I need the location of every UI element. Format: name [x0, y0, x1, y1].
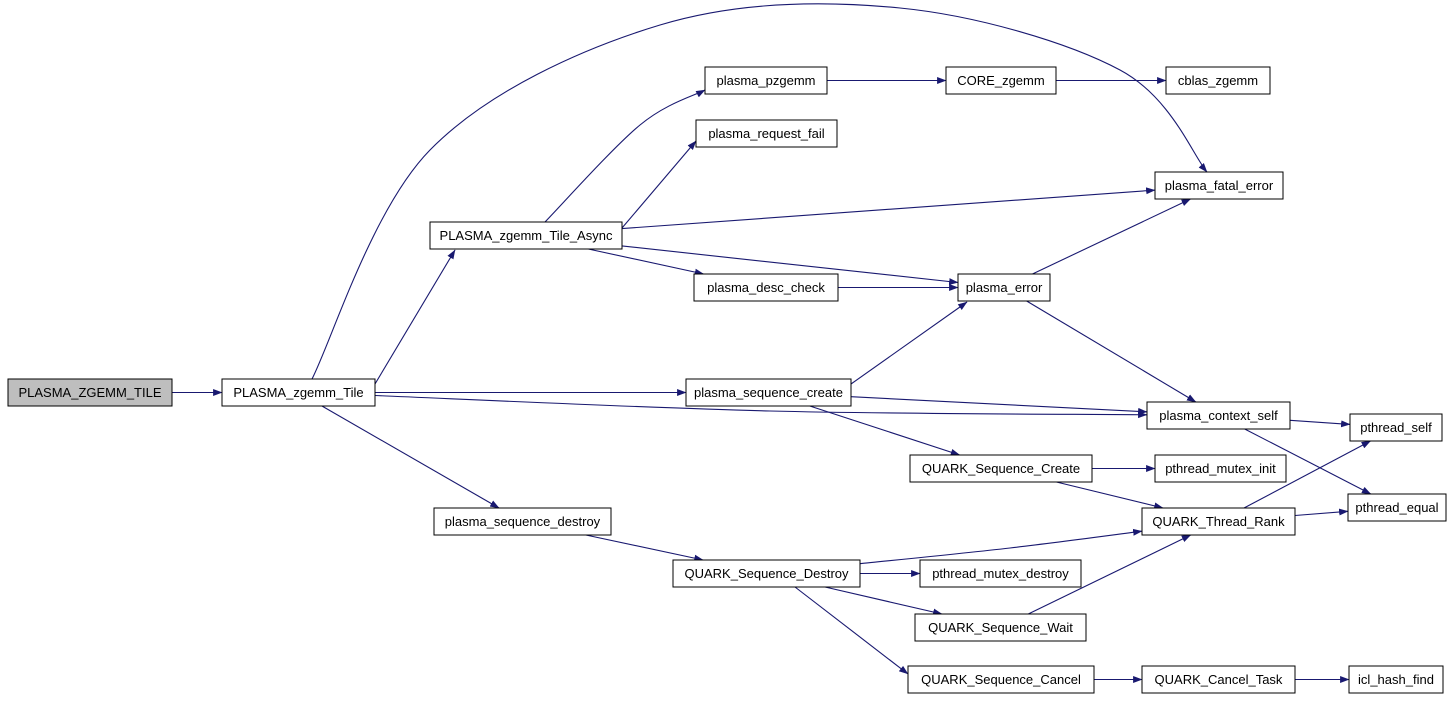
- graph-node-box-pthread_equal[interactable]: [1347, 493, 1447, 522]
- graph-node-label-pthread_mutex_destroy: pthread_mutex_destroy: [932, 566, 1069, 581]
- graph-node-box-pthread_mutex_init[interactable]: [1154, 454, 1287, 483]
- graph-node-plasma_request_fail[interactable]: plasma_request_fail: [695, 119, 838, 148]
- graph-node-box-QUARK_Thread_Rank[interactable]: [1141, 507, 1296, 536]
- graph-node-QUARK_Sequence_Cancel[interactable]: QUARK_Sequence_Cancel: [907, 665, 1095, 694]
- graph-edge-PLASMA_zgemm_Tile_Async--plasma_desc_check: [588, 248, 705, 276]
- graph-node-label-plasma_sequence_destroy: plasma_sequence_destroy: [445, 514, 601, 529]
- graph-node-box-cblas_zgemm[interactable]: [1165, 66, 1271, 95]
- graph-node-plasma_sequence_create[interactable]: plasma_sequence_create: [685, 378, 852, 407]
- graph-node-label-pthread_equal: pthread_equal: [1355, 500, 1438, 515]
- graph-node-box-pthread_mutex_destroy[interactable]: [919, 559, 1082, 588]
- graph-node-QUARK_Sequence_Destroy[interactable]: QUARK_Sequence_Destroy: [672, 559, 861, 588]
- graph-node-label-icl_hash_find: icl_hash_find: [1358, 672, 1434, 687]
- graph-node-box-icl_hash_find[interactable]: [1348, 665, 1444, 694]
- graph-node-label-PLASMA_zgemm_Tile_Async: PLASMA_zgemm_Tile_Async: [440, 228, 613, 243]
- graph-edge-plasma_sequence_destroy--QUARK_Sequence_Destroy: [585, 534, 704, 562]
- graph-node-label-QUARK_Sequence_Wait: QUARK_Sequence_Wait: [928, 620, 1073, 635]
- graph-node-QUARK_Sequence_Wait[interactable]: QUARK_Sequence_Wait: [914, 613, 1087, 642]
- graph-node-icl_hash_find[interactable]: icl_hash_find: [1348, 665, 1444, 694]
- graph-node-box-CORE_zgemm[interactable]: [945, 66, 1057, 95]
- graph-node-label-cblas_zgemm: cblas_zgemm: [1178, 73, 1258, 88]
- graph-edge-plasma_context_self--pthread_equal: [1244, 428, 1372, 495]
- graph-node-box-plasma_request_fail[interactable]: [695, 119, 838, 148]
- graph-node-label-QUARK_Cancel_Task: QUARK_Cancel_Task: [1155, 672, 1283, 687]
- graph-edge-plasma_sequence_create--plasma_error: [850, 301, 968, 385]
- graph-edge-PLASMA_zgemm_Tile_Async--plasma_pzgemm: [544, 89, 706, 223]
- graph-node-pthread_mutex_destroy[interactable]: pthread_mutex_destroy: [919, 559, 1082, 588]
- graph-node-box-plasma_context_self[interactable]: [1146, 401, 1291, 430]
- graph-edge-QUARK_Sequence_Wait--QUARK_Thread_Rank: [1028, 534, 1192, 615]
- graph-edge-PLASMA_zgemm_Tile_Async--plasma_request_fail: [621, 140, 697, 229]
- graph-node-box-QUARK_Sequence_Create[interactable]: [909, 454, 1093, 483]
- graph-edge-PLASMA_zgemm_Tile_Async--plasma_error: [621, 245, 959, 285]
- graph-edge-QUARK_Thread_Rank--pthread_equal: [1294, 508, 1349, 517]
- graph-node-label-plasma_request_fail: plasma_request_fail: [708, 126, 824, 141]
- graph-edge-QUARK_Sequence_Destroy--QUARK_Thread_Rank: [859, 528, 1143, 565]
- graph-node-box-PLASMA_zgemm_Tile[interactable]: [221, 378, 376, 407]
- graph-node-label-plasma_sequence_create: plasma_sequence_create: [694, 385, 843, 400]
- graph-node-CORE_zgemm[interactable]: CORE_zgemm: [945, 66, 1057, 95]
- graph-edge-plasma_sequence_create--QUARK_Sequence_Create: [809, 405, 961, 456]
- graph-node-plasma_context_self[interactable]: plasma_context_self: [1146, 401, 1291, 430]
- graph-node-label-CORE_zgemm: CORE_zgemm: [957, 73, 1044, 88]
- graph-edge-PLASMA_zgemm_Tile--PLASMA_zgemm_Tile_Async: [374, 249, 456, 385]
- graph-node-box-QUARK_Sequence_Destroy[interactable]: [672, 559, 861, 588]
- graph-edge-QUARK_Sequence_Create--QUARK_Thread_Rank: [1056, 481, 1164, 510]
- graph-node-box-plasma_sequence_create[interactable]: [685, 378, 852, 407]
- graph-node-label-plasma_desc_check: plasma_desc_check: [707, 280, 825, 295]
- graph-node-label-pthread_self: pthread_self: [1360, 420, 1432, 435]
- graph-node-PLASMA_ZGEMM_TILE[interactable]: PLASMA_ZGEMM_TILE: [7, 378, 173, 407]
- graph-node-label-QUARK_Sequence_Create: QUARK_Sequence_Create: [922, 461, 1080, 476]
- graph-node-plasma_desc_check[interactable]: plasma_desc_check: [693, 273, 839, 302]
- graph-node-box-PLASMA_zgemm_Tile_Async[interactable]: [429, 221, 623, 250]
- graph-node-box-QUARK_Sequence_Wait[interactable]: [914, 613, 1087, 642]
- graph-edge-PLASMA_zgemm_Tile--plasma_sequence_destroy: [321, 405, 500, 509]
- graph-node-pthread_self[interactable]: pthread_self: [1349, 413, 1443, 442]
- graph-edge-PLASMA_zgemm_Tile--plasma_fatal_error: [311, 3, 1208, 380]
- graph-node-label-plasma_fatal_error: plasma_fatal_error: [1165, 178, 1274, 193]
- graph-node-plasma_error[interactable]: plasma_error: [957, 273, 1051, 302]
- graph-node-label-plasma_error: plasma_error: [966, 280, 1043, 295]
- graph-edge-PLASMA_zgemm_Tile_Async--plasma_fatal_error: [621, 187, 1156, 230]
- graph-node-label-plasma_context_self: plasma_context_self: [1159, 408, 1278, 423]
- graph-edge-plasma_error--plasma_fatal_error: [1032, 198, 1191, 275]
- graph-node-plasma_pzgemm[interactable]: plasma_pzgemm: [704, 66, 828, 95]
- graph-node-PLASMA_zgemm_Tile[interactable]: PLASMA_zgemm_Tile: [221, 378, 376, 407]
- graph-node-label-QUARK_Sequence_Cancel: QUARK_Sequence_Cancel: [921, 672, 1081, 687]
- graph-node-label-plasma_pzgemm: plasma_pzgemm: [717, 73, 816, 88]
- graph-edge-plasma_error--plasma_context_self: [1026, 300, 1197, 403]
- graph-node-QUARK_Thread_Rank[interactable]: QUARK_Thread_Rank: [1141, 507, 1296, 536]
- graph-node-box-PLASMA_ZGEMM_TILE[interactable]: [7, 378, 173, 407]
- graph-node-box-plasma_fatal_error[interactable]: [1154, 171, 1284, 200]
- graph-node-label-QUARK_Thread_Rank: QUARK_Thread_Rank: [1152, 514, 1285, 529]
- graph-node-plasma_sequence_destroy[interactable]: plasma_sequence_destroy: [433, 507, 612, 536]
- graph-edge-QUARK_Thread_Rank--pthread_self: [1243, 440, 1371, 509]
- graph-node-PLASMA_zgemm_Tile_Async[interactable]: PLASMA_zgemm_Tile_Async: [429, 221, 623, 250]
- graph-node-box-plasma_desc_check[interactable]: [693, 273, 839, 302]
- graph-node-label-pthread_mutex_init: pthread_mutex_init: [1165, 461, 1276, 476]
- graph-node-pthread_mutex_init[interactable]: pthread_mutex_init: [1154, 454, 1287, 483]
- graph-node-box-plasma_error[interactable]: [957, 273, 1051, 302]
- graph-node-label-QUARK_Sequence_Destroy: QUARK_Sequence_Destroy: [684, 566, 849, 581]
- graph-node-label-PLASMA_ZGEMM_TILE: PLASMA_ZGEMM_TILE: [18, 385, 161, 400]
- graph-edge-QUARK_Sequence_Destroy--QUARK_Sequence_Cancel: [794, 586, 909, 675]
- graph-edge-plasma_sequence_create--plasma_context_self: [850, 396, 1148, 415]
- graph-node-label-PLASMA_zgemm_Tile: PLASMA_zgemm_Tile: [233, 385, 363, 400]
- graph-edge-plasma_context_self--pthread_self: [1289, 419, 1351, 428]
- graph-node-box-pthread_self[interactable]: [1349, 413, 1443, 442]
- graph-node-cblas_zgemm[interactable]: cblas_zgemm: [1165, 66, 1271, 95]
- graph-node-QUARK_Cancel_Task[interactable]: QUARK_Cancel_Task: [1141, 665, 1296, 694]
- graph-node-plasma_fatal_error[interactable]: plasma_fatal_error: [1154, 171, 1284, 200]
- graph-node-pthread_equal[interactable]: pthread_equal: [1347, 493, 1447, 522]
- graph-node-box-plasma_pzgemm[interactable]: [704, 66, 828, 95]
- graph-node-box-plasma_sequence_destroy[interactable]: [433, 507, 612, 536]
- graph-edge-PLASMA_zgemm_Tile--plasma_context_self: [374, 394, 1148, 419]
- graph-node-box-QUARK_Cancel_Task[interactable]: [1141, 665, 1296, 694]
- graph-node-QUARK_Sequence_Create[interactable]: QUARK_Sequence_Create: [909, 454, 1093, 483]
- graph-node-box-QUARK_Sequence_Cancel[interactable]: [907, 665, 1095, 694]
- graph-edge-QUARK_Sequence_Destroy--QUARK_Sequence_Wait: [824, 586, 943, 616]
